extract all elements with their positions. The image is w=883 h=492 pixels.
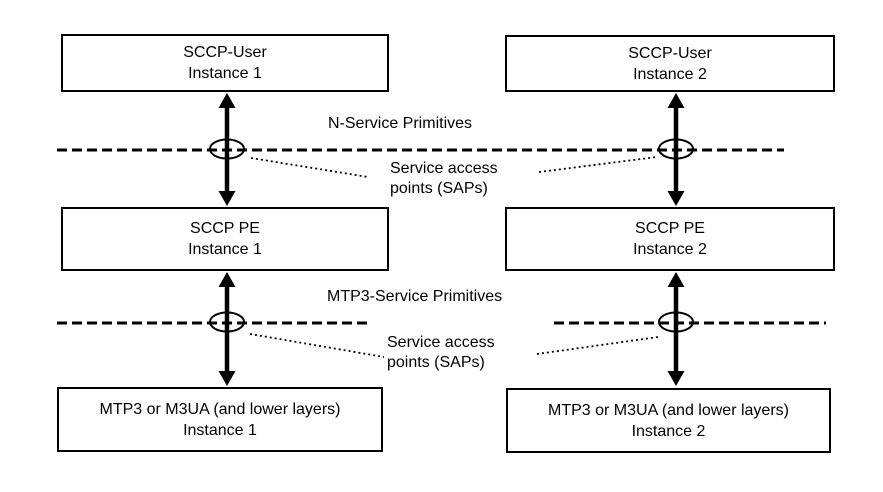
label-sap-lower: Service access points (SAPs) <box>387 333 495 373</box>
sap-callout-line-top-left <box>250 157 369 178</box>
label-n-service-primitives: N-Service Primitives <box>328 115 473 132</box>
box-mtp3-instance-1: MTP3 or M3UA (and lower layers) Instance… <box>57 387 383 452</box>
sap-ellipse-icon-bottom-right <box>658 311 694 333</box>
box-title: SCCP PE <box>190 220 260 237</box>
double-headed-arrow-icon-top-left <box>218 93 236 206</box>
box-subtitle: Instance 1 <box>188 241 262 258</box>
box-subtitle: Instance 1 <box>183 421 257 439</box>
double-headed-arrow-icon-bottom-right <box>667 272 685 386</box>
sap-ellipse-icon-top-left <box>209 138 245 160</box>
box-sccp-user-instance-1: SCCP-User Instance 1 <box>61 34 389 92</box>
box-title: SCCP PE <box>635 220 705 237</box>
sap-callout-line-bottom-right <box>536 336 659 355</box>
sap-callout-line-bottom-left <box>249 333 385 358</box>
box-title: SCCP-User <box>183 44 267 61</box>
sap-ellipse-icon-bottom-left <box>209 311 245 333</box>
sap-callout-line-top-right <box>538 156 658 173</box>
double-headed-arrow-icon-top-right <box>667 93 685 206</box>
label-sap-upper: Service access points (SAPs) <box>390 159 498 199</box>
label-sap-upper-line2: points (SAPs) <box>390 180 488 197</box>
box-title: SCCP-User <box>628 44 712 62</box>
box-mtp3-instance-2: MTP3 or M3UA (and lower layers) Instance… <box>506 388 831 453</box>
label-sap-lower-line1: Service access <box>387 334 495 351</box>
box-title: MTP3 or M3UA (and lower layers) <box>99 400 341 418</box>
box-subtitle: Instance 2 <box>633 65 707 83</box>
label-sap-upper-line1: Service access <box>390 160 498 177</box>
label-sap-lower-line2: points (SAPs) <box>387 354 485 371</box>
box-subtitle: Instance 2 <box>631 422 706 440</box>
box-subtitle: Instance 1 <box>188 65 262 82</box>
double-headed-arrow-icon-bottom-left <box>218 272 236 386</box>
box-sccp-pe-instance-2: SCCP PE Instance 2 <box>505 207 835 271</box>
box-sccp-user-instance-2: SCCP-User Instance 2 <box>505 35 835 92</box>
box-title: MTP3 or M3UA (and lower layers) <box>548 401 789 419</box>
sap-ellipse-icon-top-right <box>658 138 694 160</box>
label-mtp3-service-primitives: MTP3-Service Primitives <box>327 288 503 305</box>
box-sccp-pe-instance-1: SCCP PE Instance 1 <box>61 207 389 271</box>
box-subtitle: Instance 2 <box>633 241 707 258</box>
